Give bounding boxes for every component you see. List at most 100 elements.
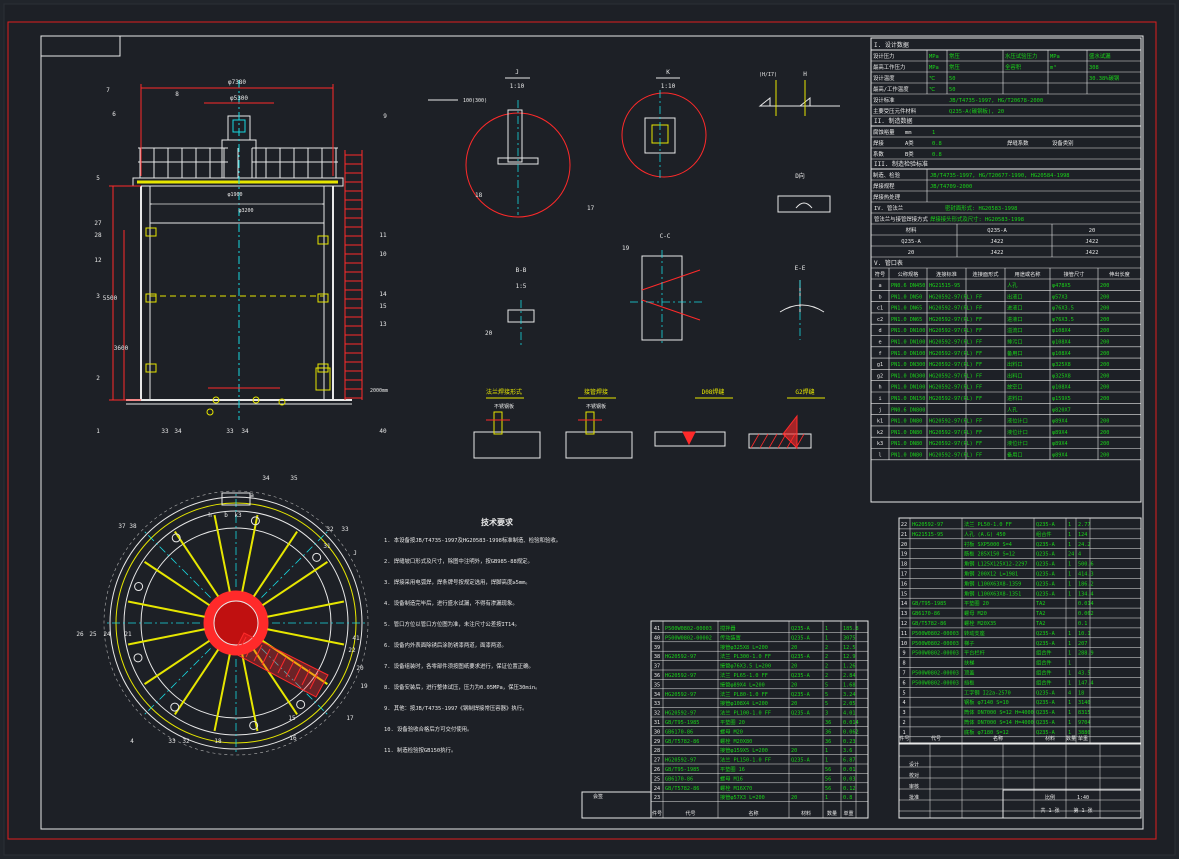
label: 螺母 M20 xyxy=(964,609,987,617)
label: 15 xyxy=(901,591,907,597)
label: 出料口 xyxy=(1007,360,1023,368)
line xyxy=(641,299,701,321)
label: φ108X4 xyxy=(1052,340,1071,346)
label: 3600 xyxy=(114,345,129,352)
label: 组合件 xyxy=(1036,678,1052,686)
label: 4 xyxy=(902,700,905,706)
label: D08焊缝 xyxy=(702,388,725,396)
label: 14 xyxy=(901,601,907,607)
label: 1 xyxy=(1068,631,1071,637)
label: PN1.0 DN80 xyxy=(891,430,922,436)
label: HG20592-97(PL) FF xyxy=(929,340,982,346)
label: PN1.0 DN100 xyxy=(891,385,925,391)
label: HG20592-97(PL) FF xyxy=(929,351,982,357)
label: HG20592-97 xyxy=(665,711,696,717)
label: PN1.0 DN100 xyxy=(891,340,925,346)
label: 200 xyxy=(1100,419,1109,425)
label: 校对 xyxy=(909,772,919,779)
label: 平垫圈 16 xyxy=(720,765,745,773)
label: 批准 xyxy=(909,794,919,801)
label: Q235-A xyxy=(1036,522,1056,528)
label: 20 xyxy=(356,665,364,672)
label: m³ xyxy=(1050,64,1057,71)
label: 134.4 xyxy=(1078,591,1094,597)
label: 0.1 xyxy=(1078,621,1087,627)
line xyxy=(213,514,231,592)
label: 11 xyxy=(379,232,387,239)
label: HG20592-97(PL) FF xyxy=(929,430,982,436)
label: 28 xyxy=(94,232,102,239)
path xyxy=(682,431,696,446)
label: 13 xyxy=(901,611,907,617)
label: 17 xyxy=(901,572,907,578)
label: 100(300) xyxy=(463,98,487,104)
label: 200 xyxy=(1100,351,1109,357)
label: l xyxy=(878,453,881,459)
label: GB6170-86 xyxy=(665,729,693,735)
label: PN1.0 DN150 xyxy=(891,396,925,402)
line xyxy=(252,649,298,716)
label: ℃ xyxy=(929,76,935,82)
label: 185.8 xyxy=(843,626,859,632)
label: 平垫圈 20 xyxy=(964,599,989,607)
label: 角钢 L125X125X12-2297 xyxy=(964,560,1027,568)
label: HG20592-97(PL) FF xyxy=(929,362,982,368)
label: 3. 焊接采用电弧焊，焊条牌号按规定选用，焊脚高度≥5mm。 xyxy=(384,578,531,586)
label: K xyxy=(666,69,670,76)
label: 设计标准 xyxy=(873,96,895,104)
label: 人孔 xyxy=(1007,405,1018,413)
label: 焊接规程 xyxy=(873,182,895,190)
label: 不锈钢板 xyxy=(586,403,606,410)
label: 0.8 xyxy=(932,152,942,158)
rect xyxy=(581,791,652,819)
label: 21 xyxy=(901,532,907,538)
label: 20 xyxy=(791,682,797,688)
label: 1 xyxy=(1068,720,1071,726)
label: Q235-A xyxy=(1036,631,1056,637)
label: Q235-A xyxy=(1036,710,1056,716)
label: 法兰 PL100-1.0 FF xyxy=(720,709,771,717)
label: c1 xyxy=(877,306,883,312)
label: Q235-A xyxy=(1036,572,1056,578)
line xyxy=(641,269,701,291)
label: JB/T4735-1997, HG/T20678-2000 xyxy=(949,98,1043,104)
circle xyxy=(621,92,707,178)
label: 10 xyxy=(379,251,387,258)
label: 角钢 L100X63X8-1359 xyxy=(964,579,1021,587)
label: 伸出长度 xyxy=(1109,270,1130,278)
label: 搅拌器 xyxy=(720,624,736,632)
label: f xyxy=(878,351,881,357)
label: 0.12 xyxy=(843,786,856,792)
label: 接管焊接 xyxy=(584,388,608,396)
label: g1 xyxy=(877,362,883,368)
label: 20 xyxy=(901,542,907,548)
label: φ108X4 xyxy=(1052,351,1071,357)
label: HG20592-97 xyxy=(665,758,696,764)
rect xyxy=(650,620,869,819)
label: k3 xyxy=(234,512,242,519)
label: 7. 设备组装时，各零部件须按图纸要求进行，保证位置正确。 xyxy=(384,662,534,670)
label: 38 xyxy=(654,654,660,660)
label: 37 xyxy=(118,523,126,530)
label: 7 xyxy=(106,87,110,94)
label: TA2 xyxy=(1036,621,1045,627)
label: 5 xyxy=(96,175,100,182)
label: HG20592-97(PL) FF xyxy=(929,328,982,334)
label: GB/T5782-86 xyxy=(665,739,699,745)
label: PN1.0 DN300 xyxy=(891,373,925,379)
label: φ7380 xyxy=(228,79,246,86)
label: 组合件 xyxy=(1036,530,1052,538)
label: HG20592-97(PL) FF xyxy=(929,306,982,312)
label: TA2 xyxy=(1036,611,1045,617)
label: 19 xyxy=(901,552,907,558)
label: 147.4 xyxy=(1078,680,1094,686)
rect xyxy=(870,37,1142,503)
label: 34 xyxy=(174,428,182,435)
label: HG20592-97(PL) FF xyxy=(929,453,982,459)
label: φ89X4 xyxy=(1052,453,1068,459)
label: 207 xyxy=(1078,641,1087,647)
label: 12.5 xyxy=(843,645,856,651)
label: 35 xyxy=(654,682,660,688)
